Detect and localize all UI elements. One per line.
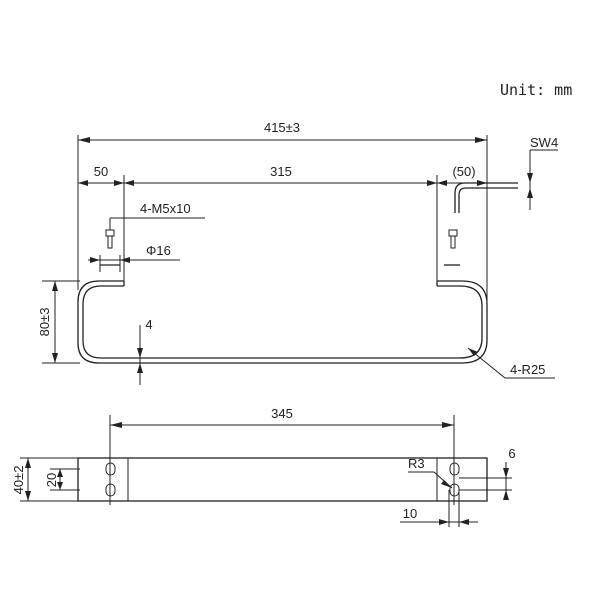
dim-slot-radius: R3 [408, 456, 453, 489]
bar-outer-outline [77, 280, 488, 364]
dim-bend-radius: 4-R25 [467, 347, 555, 379]
dim-width-total-label: 40±2 [11, 466, 26, 495]
dim-hole-spacing: 345 [110, 406, 454, 428]
dim-span-label: 315 [270, 164, 292, 179]
dim-thickness-label: 4 [145, 317, 152, 332]
dim-overall-length: 415±3 [78, 120, 487, 143]
side-view [77, 182, 518, 364]
dim-diameter: Φ16 [88, 243, 180, 263]
dim-diameter-label: Φ16 [146, 243, 171, 258]
dim-right-leg-label: (50) [452, 164, 475, 179]
dim-wrench-label: SW4 [530, 135, 558, 150]
dim-slot-width-label: 6 [508, 446, 515, 461]
right-screw-icon [448, 229, 458, 249]
dim-slot-radius-label: R3 [408, 456, 425, 471]
dim-width-inner-label: 20 [44, 473, 59, 487]
dim-width-total: 40±2 [11, 458, 31, 501]
bar-inner-outline [82, 285, 483, 359]
dim-screw: 4-M5x10 [110, 201, 205, 219]
dim-slot-width: 6 [503, 446, 516, 500]
dim-height-label: 80±3 [37, 308, 52, 337]
dim-thickness: 4 [137, 317, 153, 373]
dim-left-leg-label: 50 [94, 164, 108, 179]
dim-slot-length: 10 [400, 506, 478, 525]
left-screw-icon [105, 229, 115, 249]
dim-slot-length-label: 10 [403, 506, 417, 521]
unit-label: Unit: mm [500, 81, 572, 99]
dim-wrench: SW4 [527, 135, 558, 210]
top-view [77, 457, 488, 502]
dim-segment-row: 50 315 (50) [78, 164, 487, 186]
extension-lines-bottom [20, 415, 512, 527]
dim-hole-spacing-label: 345 [271, 406, 293, 421]
dim-overall-length-label: 415±3 [264, 120, 300, 135]
dim-width-inner: 20 [44, 469, 63, 490]
bar-top-view-outline [77, 457, 488, 502]
dim-height: 80±3 [37, 281, 58, 363]
dim-screw-label: 4-M5x10 [140, 201, 191, 216]
dim-bend-radius-label: 4-R25 [510, 362, 545, 377]
